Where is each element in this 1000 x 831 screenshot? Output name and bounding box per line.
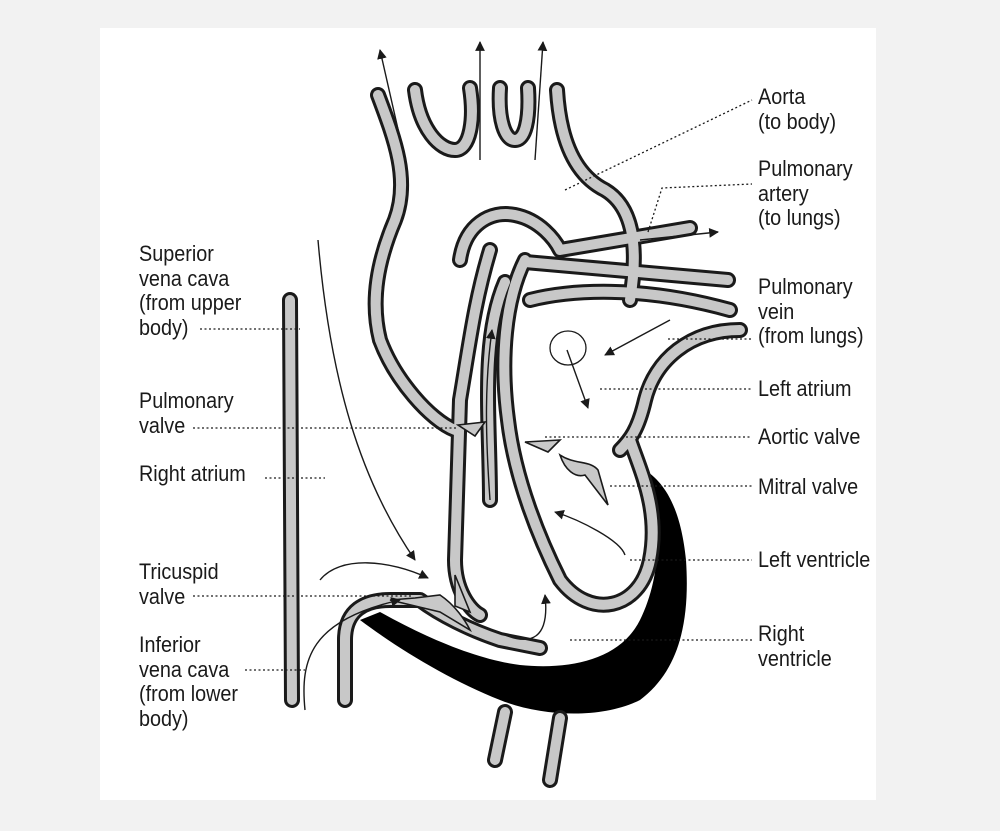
label-aortic-valve: Aortic valve — [758, 424, 861, 449]
aortic-valve-leaflet — [524, 439, 563, 453]
mitral-valve-leaflet — [558, 453, 609, 506]
flow-arrows — [303, 41, 719, 711]
ventricle-muscle — [360, 470, 687, 714]
label-aorta: Aorta(to body) — [758, 84, 837, 134]
pulmonary-valve-leaflet — [455, 421, 487, 438]
label-left-atrium: Left atrium — [758, 376, 852, 401]
label-left-ventricle: Left ventricle — [758, 547, 871, 572]
label-mitral-valve: Mitral valve — [758, 474, 859, 499]
vessel-walls — [282, 80, 748, 788]
label-right-atrium: Right atrium — [139, 461, 246, 486]
tricuspid-valve-leaflet — [389, 594, 472, 633]
leader-lines — [193, 99, 753, 671]
valves — [389, 421, 609, 633]
chordae — [454, 574, 472, 614]
